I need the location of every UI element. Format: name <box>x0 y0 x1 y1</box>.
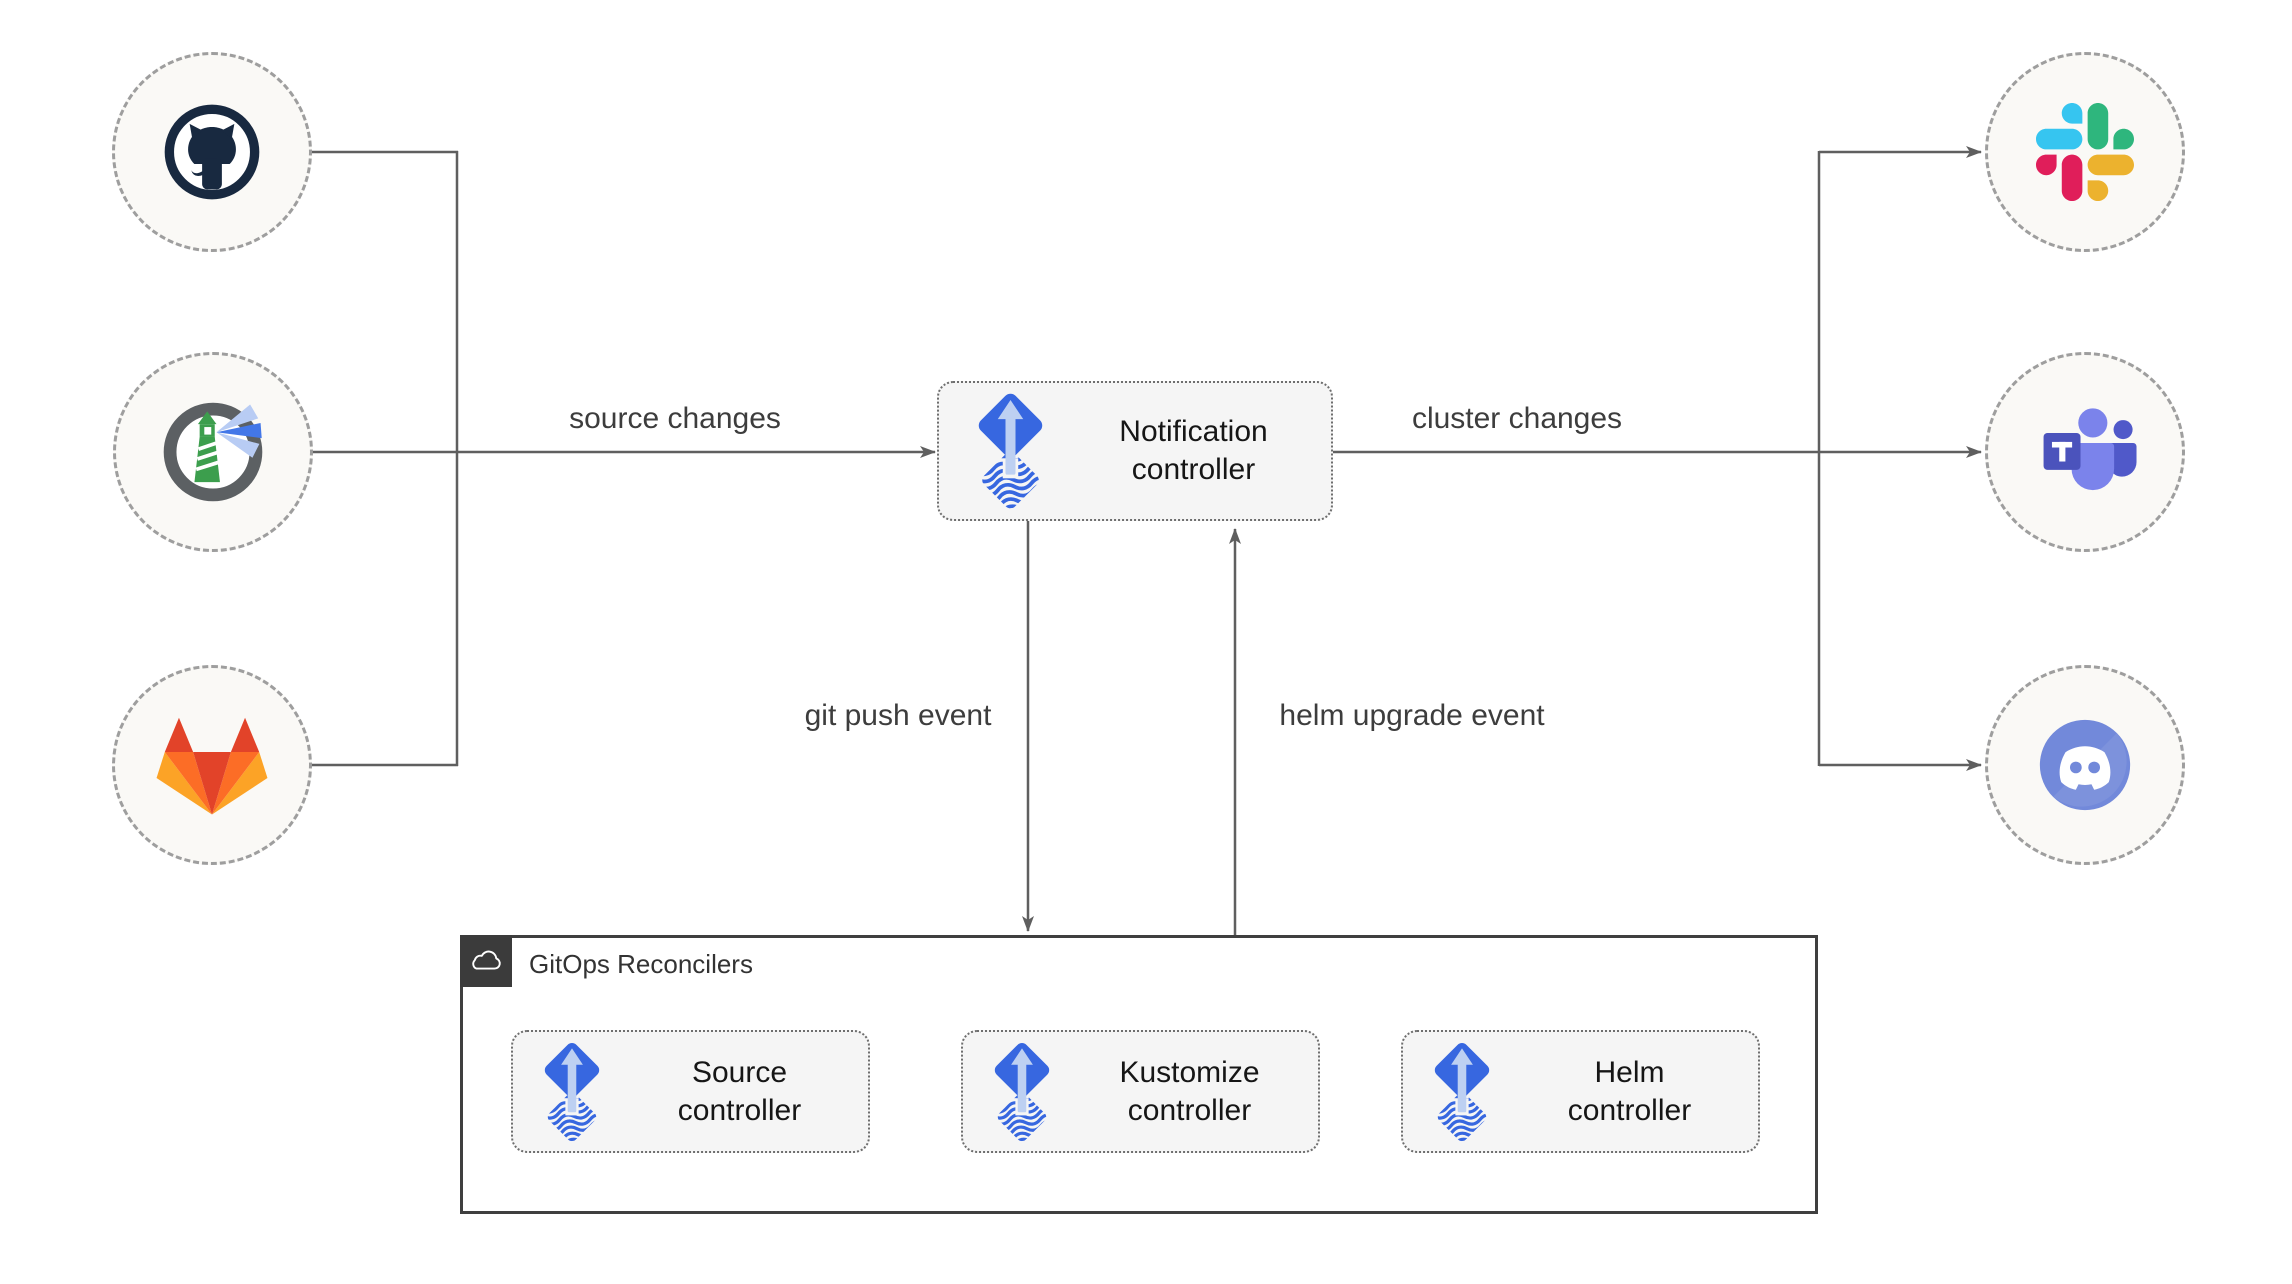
label-cluster-changes: cluster changes <box>1405 402 1629 436</box>
group-corner-badge <box>460 935 512 987</box>
node-source-controller: Source controller <box>511 1030 870 1153</box>
flux-icon <box>1423 1039 1501 1145</box>
node-slack <box>1985 52 2185 252</box>
ms-teams-icon <box>2043 408 2137 491</box>
node-notification-controller: Notification controller <box>937 381 1333 521</box>
notification-controller-label: Notification controller <box>1119 415 1268 486</box>
label-source-changes: source changes <box>563 402 787 436</box>
group-title: GitOps Reconcilers <box>529 949 753 979</box>
github-icon <box>164 104 260 200</box>
node-discord <box>1985 665 2185 865</box>
cloud-icon <box>472 950 501 970</box>
helm-controller-label: Helm controller <box>1567 1055 1692 1127</box>
harbor-lighthouse-icon <box>163 402 263 502</box>
node-ms-teams <box>1985 352 2185 552</box>
label-git-push-event: git push event <box>798 699 998 733</box>
source-controller-label: Source controller <box>677 1055 802 1127</box>
node-gitlab <box>112 665 312 865</box>
label-helm-upgrade-event: helm upgrade event <box>1273 699 1551 733</box>
gitlab-icon <box>156 717 268 815</box>
flux-icon <box>983 1039 1061 1145</box>
gitops-reconcilers-group: GitOps Reconcilers Source controller Kus… <box>460 935 1818 1214</box>
node-helm-controller: Helm controller <box>1401 1030 1760 1153</box>
flux-icon <box>533 1039 611 1145</box>
node-github <box>112 52 312 252</box>
kustomize-controller-label: Kustomize controller <box>1119 1055 1260 1127</box>
node-harbor <box>113 352 313 552</box>
flux-icon <box>965 389 1056 513</box>
discord-icon <box>2039 719 2131 811</box>
node-kustomize-controller: Kustomize controller <box>961 1030 1320 1153</box>
slack-icon <box>2036 103 2134 201</box>
